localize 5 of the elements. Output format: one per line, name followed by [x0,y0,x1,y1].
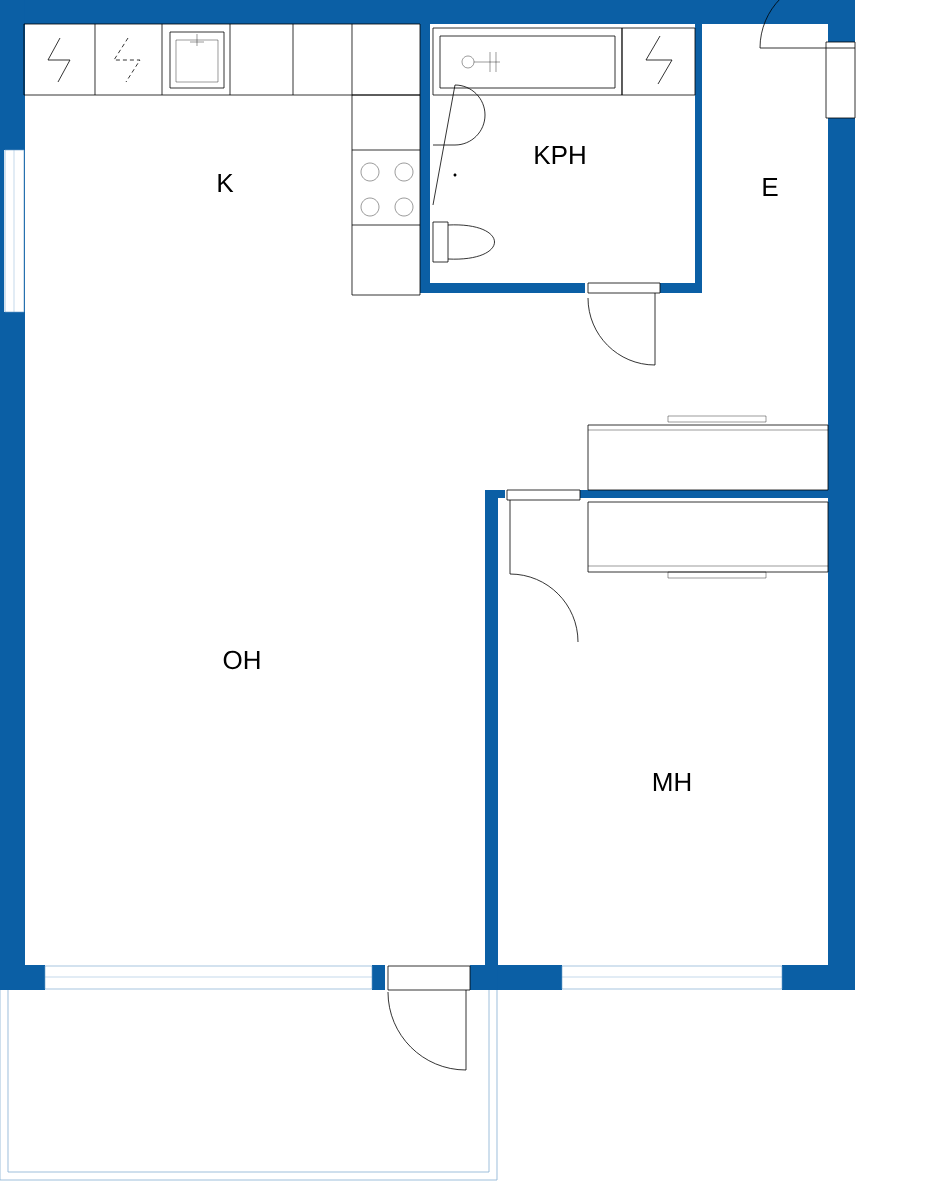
room-label: E [763,178,778,196]
room-label: MH [653,773,691,791]
room-label: OH [223,650,260,670]
room-label: K [218,174,234,192]
room-label: KPH [535,146,585,164]
